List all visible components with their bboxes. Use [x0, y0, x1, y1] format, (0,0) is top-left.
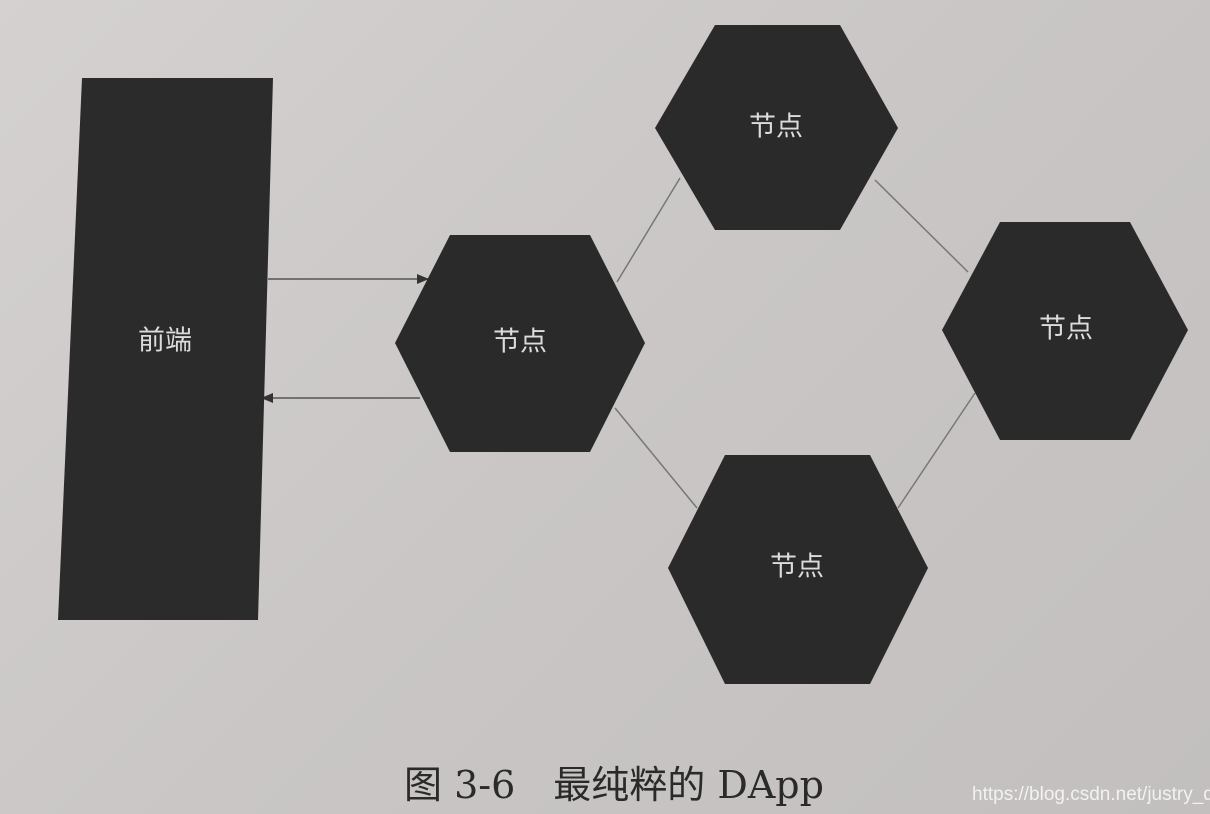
edge-left-top: [616, 177, 681, 283]
connector-lines: [614, 177, 976, 509]
frontend-block: [58, 78, 273, 620]
node-bottom-label: 节点: [770, 552, 824, 583]
edge-left-bottom: [614, 407, 698, 509]
node-right-label: 节点: [1039, 314, 1093, 345]
watermark: https://blog.csdn.net/justry_deng: [972, 784, 1210, 805]
edge-top-right: [874, 179, 969, 273]
node-right: [942, 222, 1188, 440]
node-top-label: 节点: [749, 112, 803, 143]
node-left: [395, 235, 645, 452]
node-top: [655, 25, 898, 230]
frontend-label: 前端: [138, 326, 192, 357]
figure-caption: 图 3-6 最纯粹的 DApp: [404, 763, 824, 807]
edge-bottom-right: [897, 392, 976, 509]
node-left-label: 节点: [493, 327, 547, 358]
node-bottom: [668, 455, 928, 684]
